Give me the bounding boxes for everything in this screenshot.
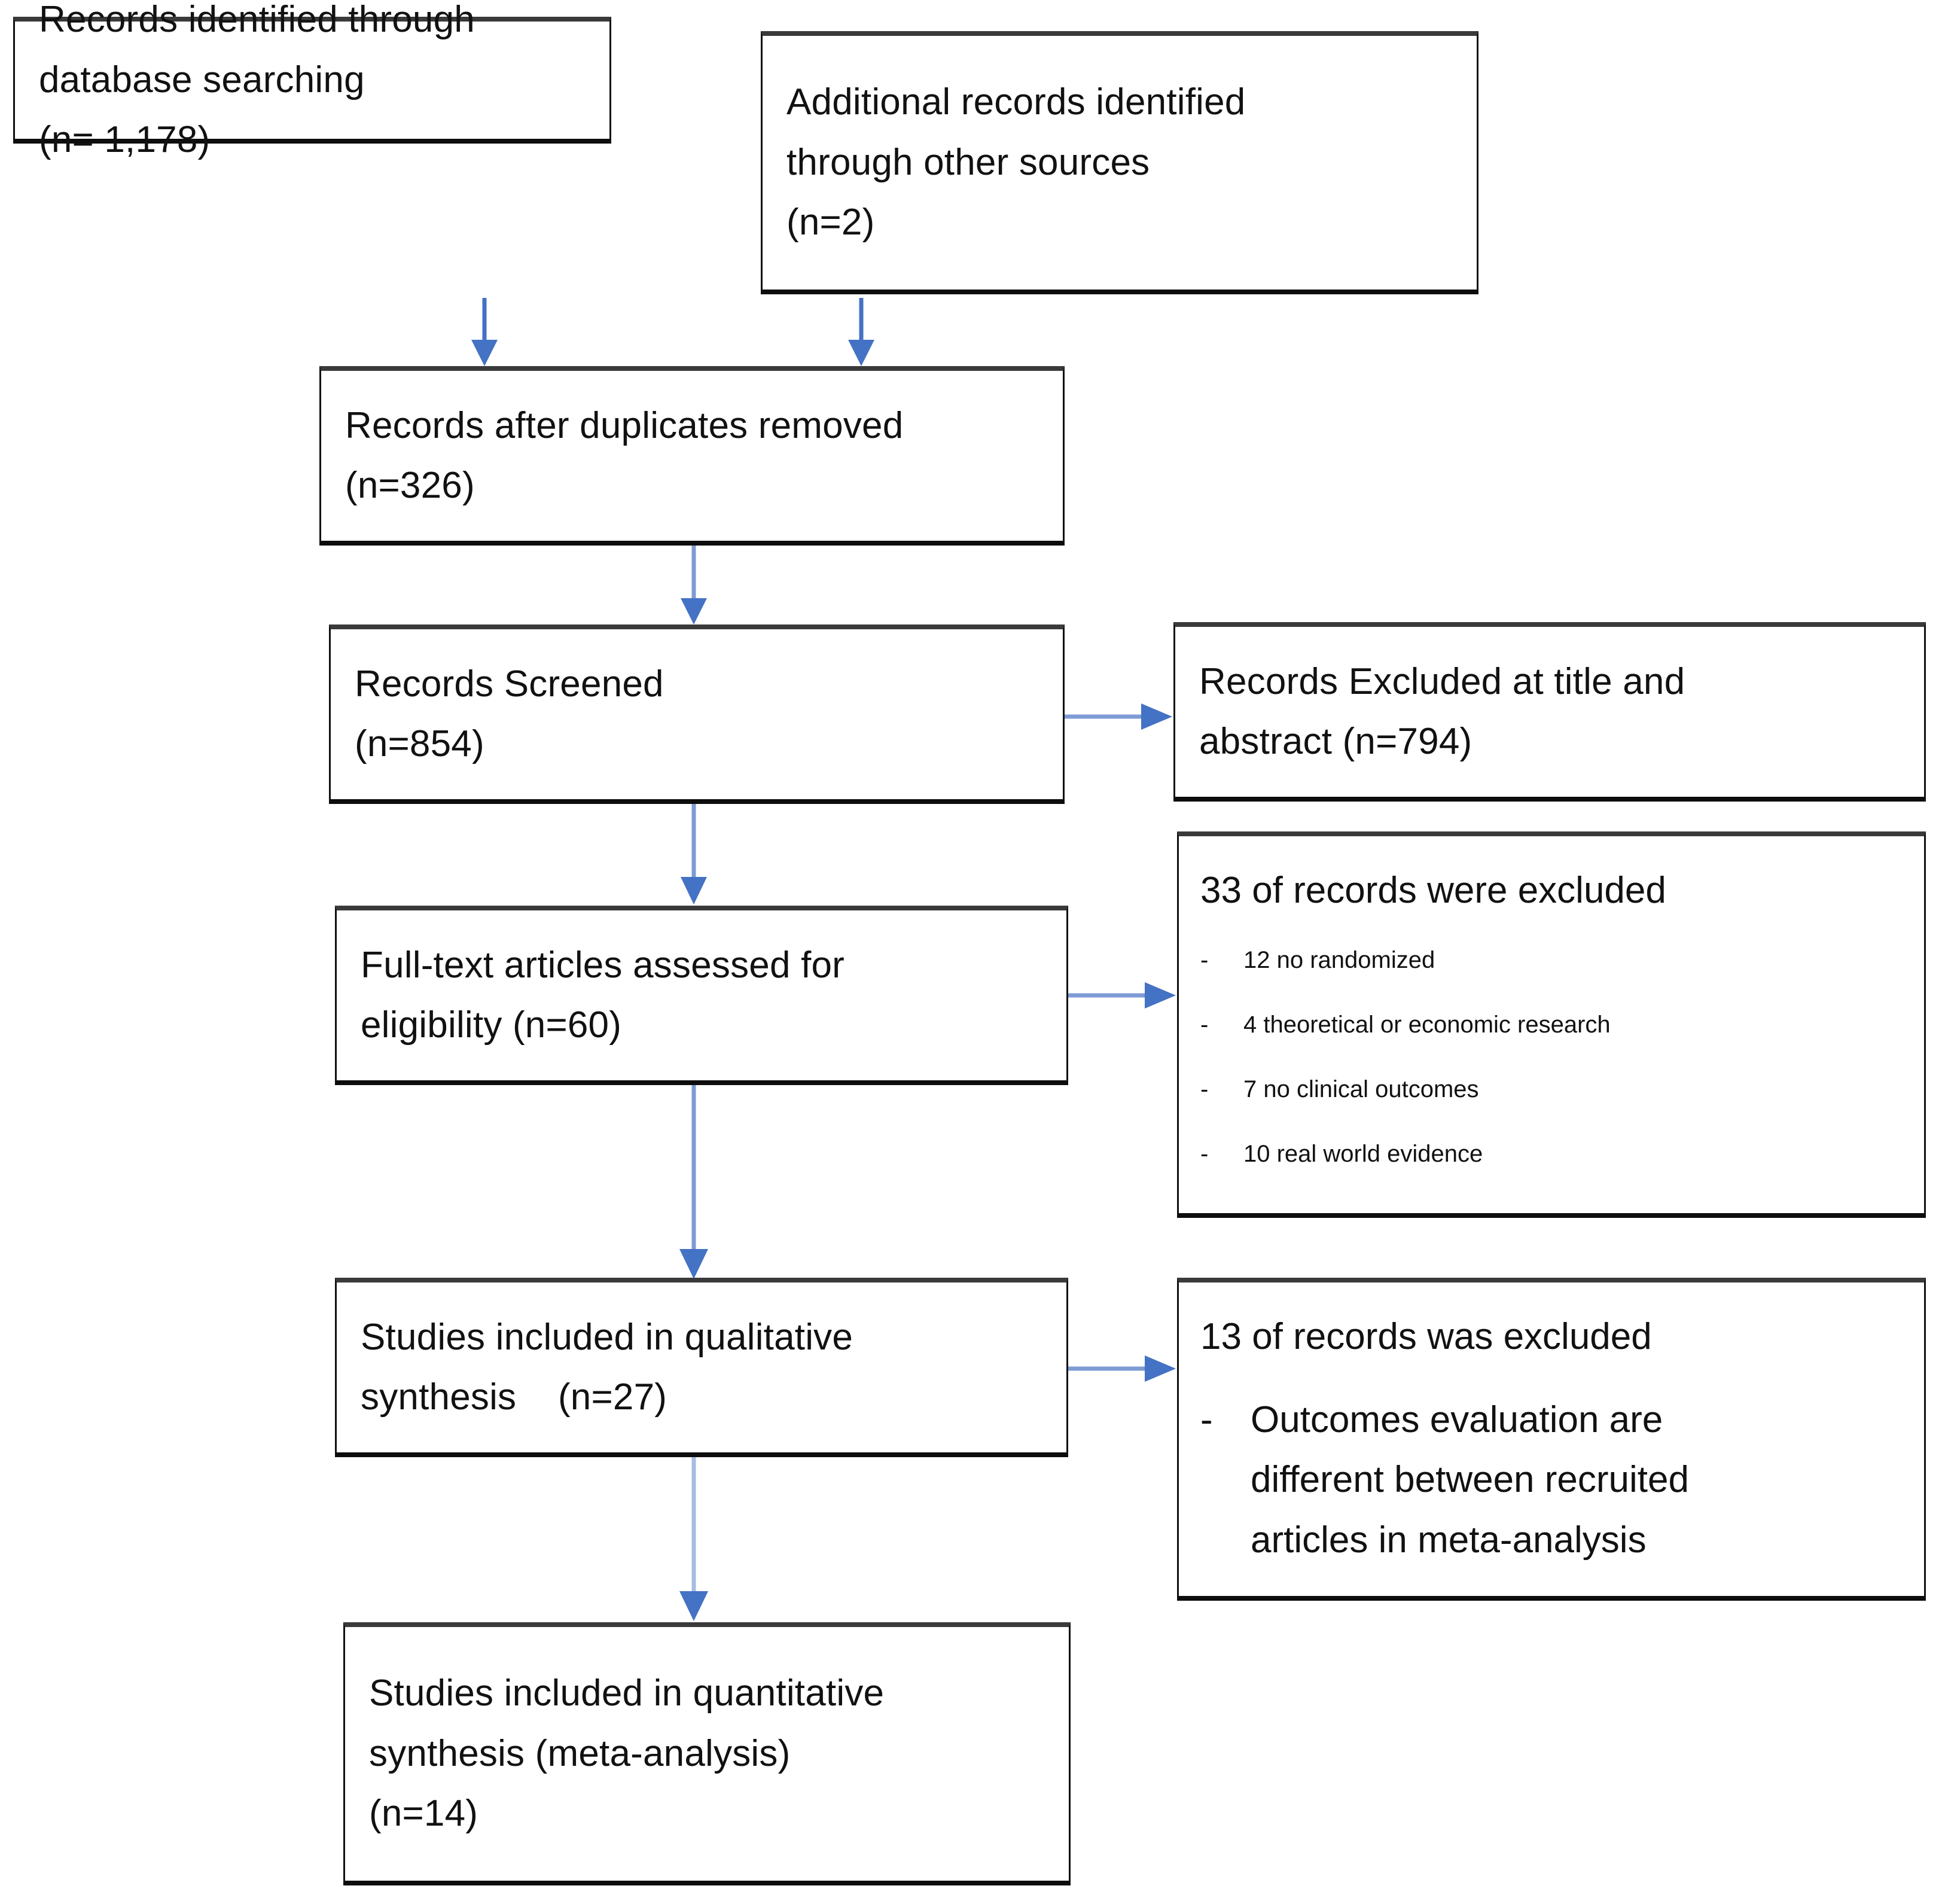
arrow-screened-to-excluded-title-abstract <box>1065 693 1173 741</box>
node-line: synthesis (n=27) <box>361 1376 667 1418</box>
exclusion-heading: 13 of records was excluded <box>1200 1316 1652 1357</box>
node-line: abstract (n=794) <box>1199 721 1472 762</box>
bullet-dash: - <box>1200 1011 1209 1038</box>
arrow-other-sources-to-duplicates <box>837 298 885 367</box>
node-additional-records-identified-through-other-sources[interactable]: Additional records identified through ot… <box>761 31 1478 294</box>
node-line: (n=326) <box>345 465 475 506</box>
exclusion-bullet: - 4 theoretical or economic research <box>1200 1009 1900 1041</box>
arrow-fulltext-to-qualitative <box>670 1085 718 1280</box>
arrow-duplicates-to-screened <box>670 546 718 626</box>
node-records-screened[interactable]: Records Screened (n=854) <box>329 624 1065 804</box>
node-line: Full-text articles assessed for <box>361 944 845 986</box>
node-line: Records Screened <box>355 663 664 705</box>
exclusion-bullet: - 10 real world evidence <box>1200 1138 1900 1170</box>
node-33-records-excluded[interactable]: 33 of records were excluded - 12 no rand… <box>1177 831 1926 1218</box>
node-line: Records identified through <box>39 0 475 41</box>
node-records-identified-through-database-searching[interactable]: Records identified through database sear… <box>13 0 611 160</box>
node-line: eligibility (n=60) <box>361 1004 622 1046</box>
exclusion-bullet: - 12 no randomized <box>1200 944 1900 976</box>
node-line: Additional records identified <box>786 81 1246 123</box>
bullet-text: 4 theoretical or economic research <box>1243 1011 1611 1038</box>
node-line: through other sources <box>786 141 1150 183</box>
bullet-text: 12 no randomized <box>1243 946 1435 973</box>
bullet-text: Outcomes evaluation are <box>1251 1399 1663 1440</box>
exclusion-bullet: - Outcomes evaluation are <box>1200 1390 1900 1450</box>
bullet-dash: - <box>1200 1076 1209 1102</box>
node-line: (n=854) <box>355 723 484 764</box>
exclusion-bullet: - 7 no clinical outcomes <box>1200 1073 1900 1105</box>
node-13-records-excluded[interactable]: 13 of records was excluded - Outcomes ev… <box>1177 1278 1926 1601</box>
bullet-text: 10 real world evidence <box>1243 1140 1483 1167</box>
node-records-after-duplicates-removed[interactable]: Records after duplicates removed (n=326) <box>319 366 1065 546</box>
node-line: synthesis (meta-analysis) <box>369 1732 791 1774</box>
exclusion-bullet-continuation: different between recruited <box>1200 1450 1900 1510</box>
node-line: Studies included in quantitative <box>369 1673 885 1714</box>
bullet-dash: - <box>1200 1399 1213 1440</box>
arrow-qualitative-to-quantitative <box>670 1457 718 1622</box>
node-line: (n=14) <box>369 1793 478 1835</box>
bullet-text: articles in meta-analysis <box>1251 1519 1647 1561</box>
node-line: database searching <box>39 59 365 100</box>
node-full-text-articles-assessed-for-eligibility[interactable]: Full-text articles assessed for eligibil… <box>335 906 1068 1085</box>
node-studies-included-in-quantitative-synthesis[interactable]: Studies included in quantitative synthes… <box>343 1622 1071 1885</box>
node-line: Records after duplicates removed <box>345 404 904 446</box>
bullet-text: different between recruited <box>1251 1459 1689 1501</box>
arrow-qualitative-to-excluded-13 <box>1068 1345 1177 1393</box>
node-studies-included-in-qualitative-synthesis[interactable]: Studies included in qualitative synthesi… <box>335 1278 1068 1457</box>
bullet-dash: - <box>1200 946 1209 973</box>
node-records-excluded-at-title-and-abstract[interactable]: Records Excluded at title and abstract (… <box>1173 622 1926 802</box>
node-line: (n= 1,178) <box>39 119 211 161</box>
node-line: Studies included in qualitative <box>361 1316 853 1358</box>
node-line: Records Excluded at title and <box>1199 660 1685 702</box>
arrow-fulltext-to-excluded-33 <box>1068 971 1177 1019</box>
bullet-dash: - <box>1200 1140 1209 1167</box>
arrow-database-to-duplicates <box>461 298 508 367</box>
exclusion-heading: 33 of records were excluded <box>1200 870 1666 911</box>
arrow-screened-to-fulltext <box>670 804 718 906</box>
exclusion-bullet-continuation: articles in meta-analysis <box>1200 1510 1900 1570</box>
bullet-text: 7 no clinical outcomes <box>1243 1076 1479 1102</box>
node-line: (n=2) <box>786 202 875 243</box>
